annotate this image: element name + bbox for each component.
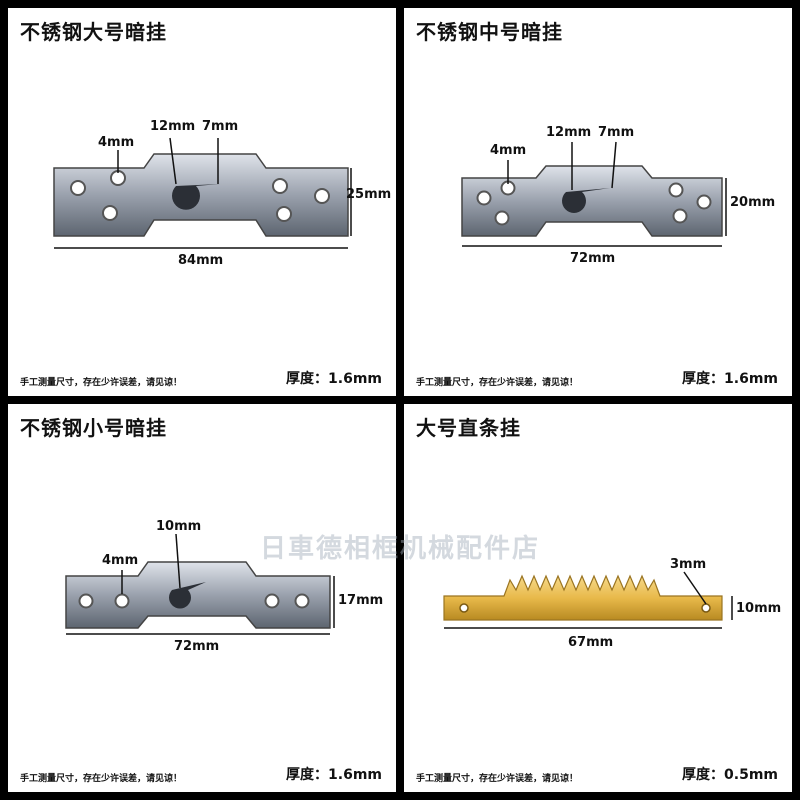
screw-hole bbox=[276, 206, 292, 222]
panel-straight-sawtooth-hanger: 大号直条挂 3mm 10mm 67mm 手工测量尺寸，存在少许误差，请见谅！ 厚… bbox=[404, 404, 792, 792]
keyhole-slot bbox=[169, 582, 206, 609]
thickness-label: 厚度：1.6mm bbox=[286, 767, 382, 783]
screw-hole bbox=[110, 170, 126, 186]
sawtooth-strip bbox=[443, 574, 723, 621]
watermark-text: 日車德相框机械配件店 bbox=[259, 534, 540, 564]
panel-title: 不锈钢大号暗挂 bbox=[20, 20, 167, 44]
hanger-plate bbox=[65, 561, 331, 629]
dim-hole: 4mm bbox=[98, 135, 134, 150]
panel-small-concealed-hanger: 不锈钢小号暗挂 4mm 10mm 17mm 72mm 手工测量尺寸，存在少许误差… bbox=[8, 404, 396, 792]
screw-hole bbox=[672, 208, 688, 224]
measurement-note: 手工测量尺寸，存在少许误差，请见谅！ bbox=[20, 774, 183, 784]
screw-hole bbox=[668, 182, 684, 198]
dim-hole: 4mm bbox=[490, 143, 526, 158]
screw-hole bbox=[78, 593, 94, 609]
screw-hole bbox=[272, 178, 288, 194]
panel-title: 不锈钢中号暗挂 bbox=[416, 20, 563, 44]
thickness-label: 厚度：1.6mm bbox=[682, 371, 778, 387]
dim-length: 67mm bbox=[568, 635, 613, 650]
screw-hole bbox=[476, 190, 492, 206]
dim-slot-wide: 12mm bbox=[546, 125, 591, 140]
measurement-note: 手工测量尺寸，存在少许误差，请见谅！ bbox=[20, 378, 183, 388]
dim-length: 84mm bbox=[178, 253, 223, 268]
dim-slot-narrow: 7mm bbox=[202, 119, 238, 134]
panel-title: 大号直条挂 bbox=[416, 416, 521, 440]
thickness-label: 厚度：0.5mm bbox=[682, 767, 778, 783]
screw-hole bbox=[494, 210, 510, 226]
screw-hole bbox=[696, 194, 712, 210]
dim-length: 72mm bbox=[174, 639, 219, 654]
screw-hole bbox=[70, 180, 86, 196]
nail-hole bbox=[459, 603, 469, 613]
dim-height: 10mm bbox=[736, 601, 781, 616]
dim-slot: 10mm bbox=[156, 519, 201, 534]
keyhole-slot bbox=[562, 188, 610, 213]
keyhole-slot bbox=[172, 184, 220, 210]
sawtooth-hanger-diagram: 3mm 10mm 67mm bbox=[443, 557, 781, 650]
panel-large-concealed-hanger: 不锈钢大号暗挂 4mm 12mm 7mm 25mm 84mm 手工测量尺寸，存在… bbox=[8, 8, 396, 396]
dim-height: 17mm bbox=[338, 593, 383, 608]
dim-height: 25mm bbox=[346, 187, 391, 202]
panel-medium-concealed-hanger: 不锈钢中号暗挂 4mm 12mm 7mm 20mm 72mm 手工测量尺寸，存在… bbox=[404, 8, 792, 396]
dim-slot-narrow: 7mm bbox=[598, 125, 634, 140]
measurement-note: 手工测量尺寸，存在少许误差，请见谅！ bbox=[416, 774, 579, 784]
nail-hole bbox=[701, 603, 711, 613]
thickness-label: 厚度：1.6mm bbox=[286, 371, 382, 387]
dim-slot-wide: 12mm bbox=[150, 119, 195, 134]
small-hanger-diagram: 4mm 10mm 17mm 72mm bbox=[65, 519, 383, 654]
hanger-plate bbox=[461, 165, 723, 237]
screw-hole bbox=[294, 593, 310, 609]
dim-height: 20mm bbox=[730, 195, 775, 210]
screw-hole bbox=[264, 593, 280, 609]
hanger-plate bbox=[53, 153, 349, 237]
measurement-note: 手工测量尺寸，存在少许误差，请见谅！ bbox=[416, 378, 579, 388]
panel-title: 不锈钢小号暗挂 bbox=[20, 416, 167, 440]
medium-hanger-diagram: 4mm 12mm 7mm 20mm 72mm bbox=[461, 125, 775, 266]
dim-hole: 4mm bbox=[102, 553, 138, 568]
screw-hole bbox=[114, 593, 130, 609]
dim-length: 72mm bbox=[570, 251, 615, 266]
large-hanger-diagram: 4mm 12mm 7mm 25mm 84mm bbox=[53, 119, 391, 268]
screw-hole bbox=[102, 205, 118, 221]
screw-hole bbox=[314, 188, 330, 204]
dim-hole: 3mm bbox=[670, 557, 706, 572]
